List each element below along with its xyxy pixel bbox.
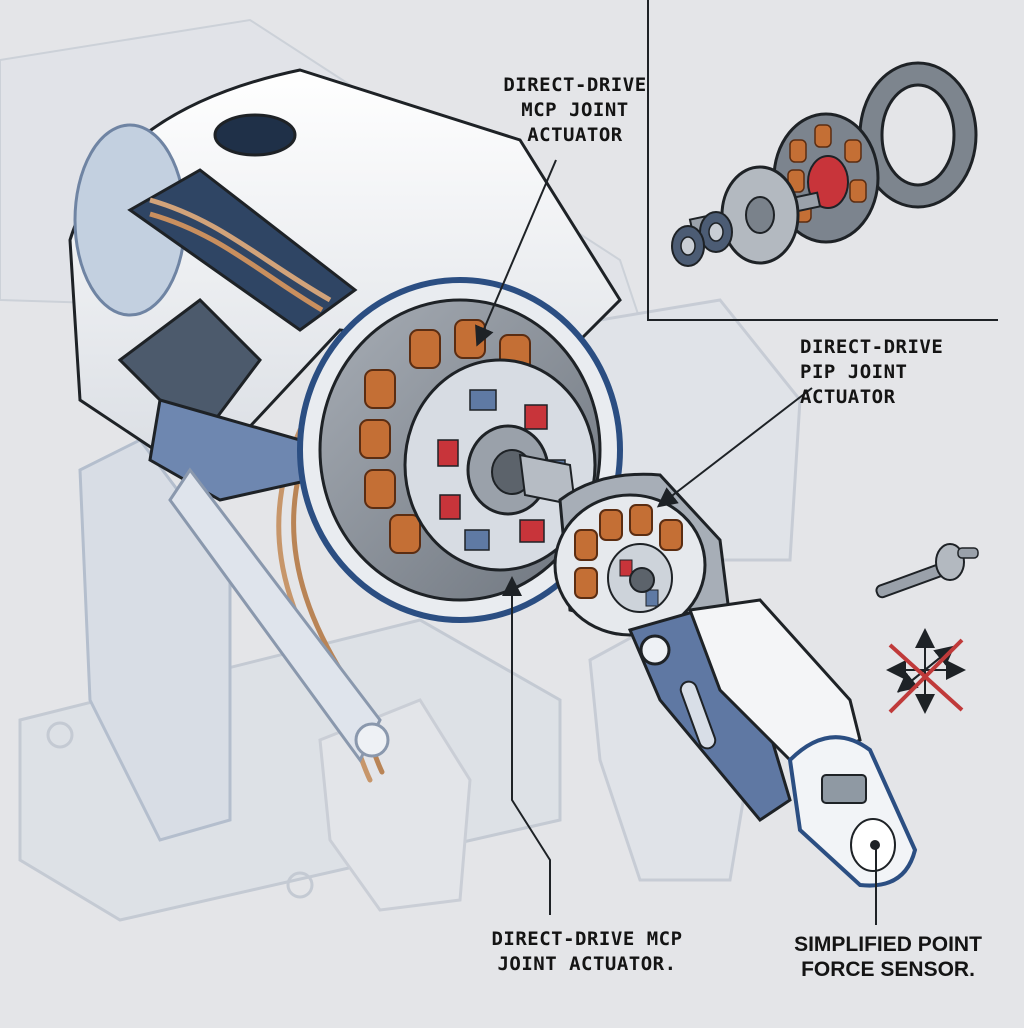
small-bearings xyxy=(671,211,733,267)
mcp-housing xyxy=(68,68,622,482)
pip-copper-windings xyxy=(574,504,683,599)
callout-mcp-top: DIRECT-DRIVE MCP JOINT ACTUATOR xyxy=(503,74,647,146)
fingertip-force-sensor xyxy=(787,735,918,888)
linkage-arms xyxy=(148,398,390,763)
leader-pip xyxy=(656,387,813,508)
leader-mcp-bottom xyxy=(502,576,551,915)
loose-pin-part xyxy=(875,543,979,599)
exploded-motor-assembly xyxy=(671,61,978,267)
finger-links xyxy=(627,598,862,822)
leader-lines xyxy=(475,159,877,925)
sensor-point xyxy=(870,840,880,850)
mcp-copper-windings xyxy=(359,319,531,554)
callout-pip: DIRECT-DRIVE PIP JOINT ACTUATOR xyxy=(800,336,944,408)
bearing-ring xyxy=(858,61,978,209)
callout-force-sensor: SIMPLIFIED POINT FORCE SENSOR. xyxy=(794,933,982,981)
callout-mcp-bottom: DIRECT-DRIVE MCP JOINT ACTUATOR. xyxy=(491,928,683,975)
no-multiaxis-force-icon xyxy=(886,628,966,714)
pip-actuator xyxy=(553,472,732,642)
mcp-actuator xyxy=(297,277,623,623)
inset-frame xyxy=(647,0,998,321)
leader-mcp-top xyxy=(475,159,557,347)
